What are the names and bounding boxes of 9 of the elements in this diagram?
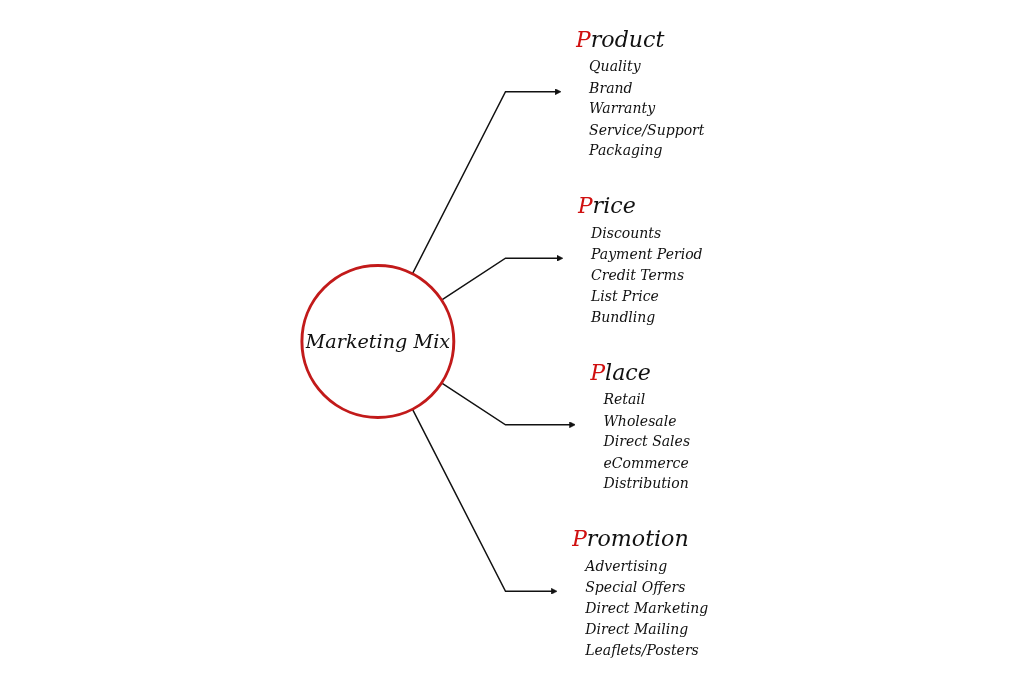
node-text: Price Discounts Payment Period Credit Terms List Price Bundling xyxy=(577,192,703,325)
node-text: Place Retail Wholesale Direct Sales eCommerce Distribution xyxy=(589,359,690,492)
arrow xyxy=(411,408,557,595)
node-text: Product Quality Brand Warranty Service/Support Packaging xyxy=(575,26,704,159)
arrow xyxy=(411,88,561,275)
node-text: Promotion Advertising Special Offers Direct Marketing Direct Mailing Leaflets/Posters xyxy=(571,525,708,658)
arrow xyxy=(440,382,576,428)
arrow xyxy=(440,255,563,301)
node-circle: Marketing Mix xyxy=(299,264,455,419)
